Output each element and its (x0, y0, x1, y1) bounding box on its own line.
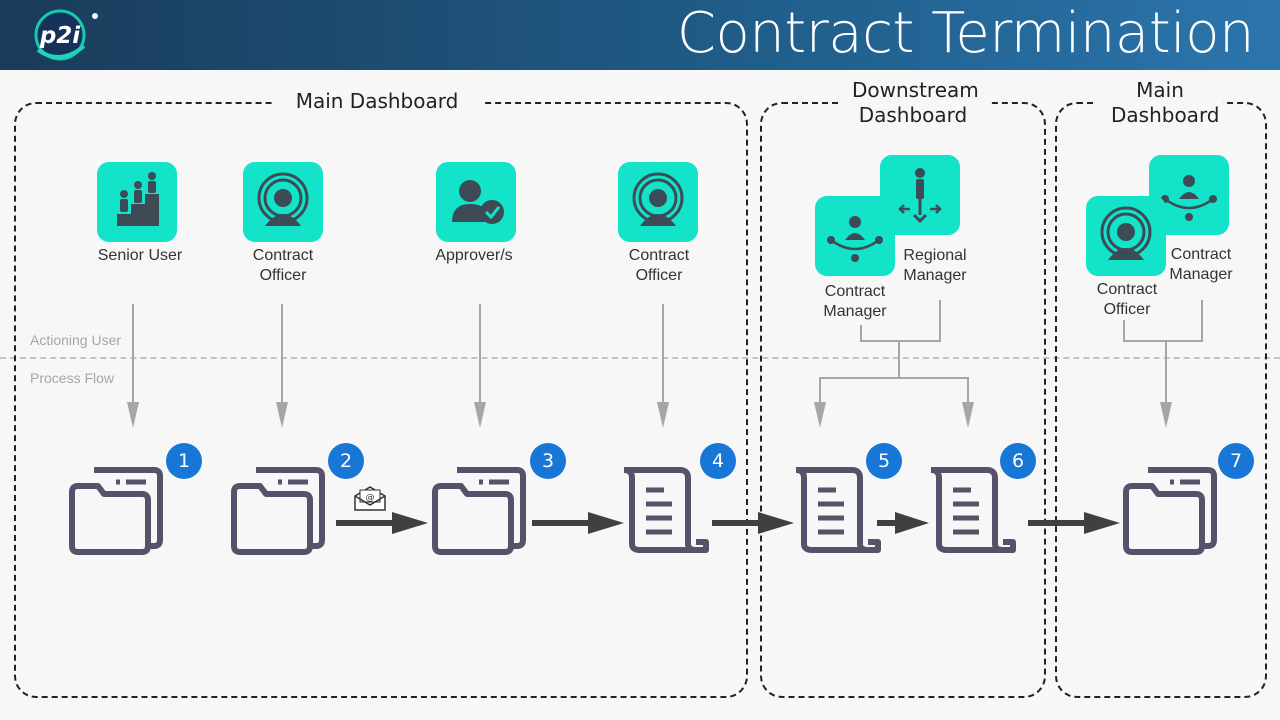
panel-label-main-dashboard-left: Main Dashboard (272, 89, 482, 114)
svg-text:p2i: p2i (39, 23, 81, 49)
flow-arrow-3-4 (532, 520, 592, 526)
role-tile-contract-officer-c (1086, 196, 1166, 276)
p2i-logo: p2i (34, 9, 98, 61)
lane-label-process-flow: Process Flow (30, 370, 115, 386)
step-badge-5: 5 (866, 443, 902, 479)
flow-arrow-2-3 (336, 520, 396, 526)
step-badge-2: 2 (328, 443, 364, 479)
role-tile-contract-manager-a (815, 196, 895, 276)
folder-icon (69, 467, 163, 555)
folder-icon (231, 467, 325, 555)
role-label-approvers: Approver/s (435, 247, 513, 264)
network-manager-icon (827, 216, 883, 262)
role-label-contract-manager-a: Contract Manager (823, 283, 887, 320)
panel-label-downstream-dashboard: Downstream Dashboard (838, 78, 988, 128)
role-tile-contract-officer-b (618, 162, 698, 242)
officer-broadcast-icon (257, 172, 309, 226)
scroll-document-icon (930, 467, 1016, 553)
officer-broadcast-icon (1100, 206, 1152, 260)
officer-broadcast-icon (632, 172, 684, 226)
step-badge-3: 3 (530, 443, 566, 479)
role-label-regional-manager: Regional Manager (903, 247, 967, 284)
flow-arrow-6-7 (1028, 520, 1088, 526)
header-bar: p2i Contract Termination (0, 0, 1280, 70)
connector-downstream-roles (860, 300, 941, 342)
step-badge-1: 1 (166, 443, 202, 479)
scroll-document-icon (795, 467, 881, 553)
flow-arrow-4-5 (712, 520, 762, 526)
panel-label-main-dashboard-right: Main Dashboard (1097, 78, 1223, 128)
email-icon: @ (354, 486, 386, 511)
folder-icon (432, 467, 526, 555)
role-label-senior-user: Senior User (97, 247, 183, 264)
step-badge-7: 7 (1218, 443, 1254, 479)
role-tile-approvers (436, 162, 516, 242)
role-label-contract-officer-a: Contract Officer (252, 247, 314, 284)
lane-label-actioning-user: Actioning User (30, 332, 122, 348)
scroll-document-icon (623, 467, 709, 553)
people-stairs-icon (117, 172, 159, 226)
role-label-contract-officer-c: Contract Officer (1096, 281, 1158, 318)
role-tile-contract-officer-a (243, 162, 323, 242)
role-label-contract-manager-b: Contract Manager (1169, 246, 1233, 283)
role-label-contract-officer-b: Contract Officer (628, 247, 690, 284)
connector-main-right-roles (1123, 300, 1203, 342)
svg-text:@: @ (366, 493, 375, 503)
step-badge-4: 4 (700, 443, 736, 479)
user-approve-icon (452, 180, 504, 224)
role-tile-senior-user (97, 162, 177, 242)
step-badge-6: 6 (1000, 443, 1036, 479)
folder-icon (1123, 467, 1217, 555)
page-title: Contract Termination (676, 1, 1255, 66)
lane-divider (0, 357, 1280, 359)
regional-manager-icon (898, 168, 942, 224)
flow-arrow-5-6 (877, 520, 899, 526)
